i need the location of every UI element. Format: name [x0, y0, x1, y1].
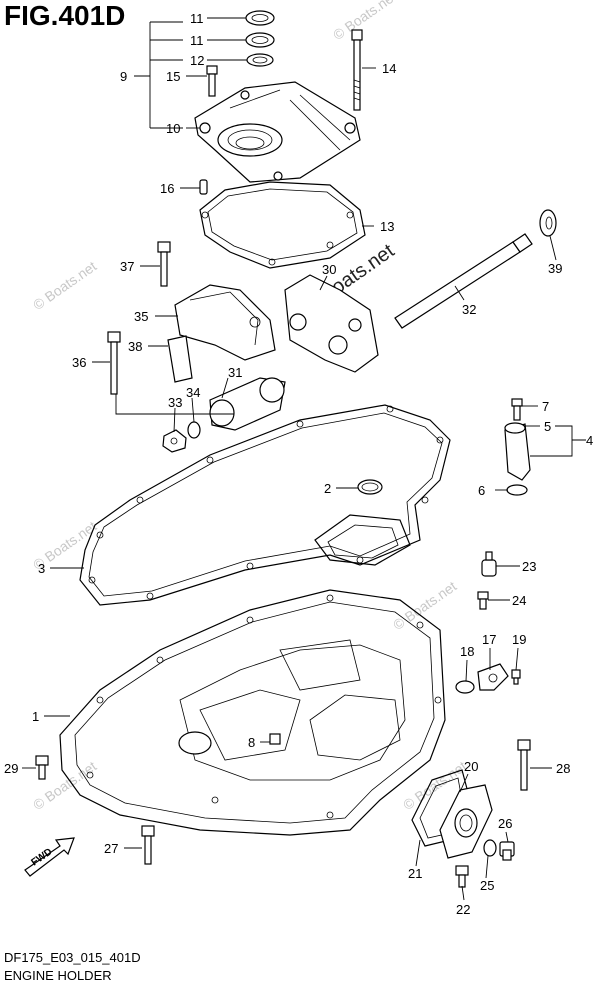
oil-pan-1: [59, 589, 446, 836]
callout-35: 35: [134, 309, 148, 324]
callout-21: 21: [408, 866, 422, 881]
callout-25: 25: [480, 878, 494, 893]
callout-34: 34: [186, 385, 200, 400]
gasket-13: [199, 181, 366, 269]
callout-5: 5: [544, 419, 551, 434]
bolt-28: [517, 739, 531, 791]
callout-20: 20: [464, 759, 478, 774]
bolt-22: [455, 865, 469, 888]
callout-33: 33: [168, 395, 182, 410]
callout-30: 30: [322, 262, 336, 277]
fwd-arrow-icon: FWD: [24, 837, 75, 877]
bushing-31: [209, 377, 286, 431]
figure-code: DF175_E03_015_401D: [4, 950, 141, 965]
bolt-27: [141, 825, 155, 865]
cover-20: [439, 784, 493, 859]
o-ring-6: [506, 484, 528, 496]
callout-37: 37: [120, 259, 134, 274]
gasket-bolt-holes: [88, 405, 444, 600]
callout-labels: 11 11 12 9 15 14 10 16 13 37 30 39 32 35…: [4, 11, 593, 917]
callout-14: 14: [382, 61, 396, 76]
seal-11-lower: [245, 32, 275, 48]
callout-28: 28: [556, 761, 570, 776]
figure-name: ENGINE HOLDER: [4, 968, 112, 983]
callout-3: 3: [38, 561, 45, 576]
callout-18: 18: [460, 644, 474, 659]
nut-33: [162, 429, 187, 453]
callout-10: 10: [166, 121, 180, 136]
bolt-15: [206, 65, 218, 97]
cover-17: [477, 663, 509, 691]
callout-17: 17: [482, 632, 496, 647]
dowel-pin-16: [199, 179, 208, 195]
callout-29: 29: [4, 761, 18, 776]
bolt-14: [351, 29, 363, 111]
callout-8: 8: [248, 735, 255, 750]
callout-1: 1: [32, 709, 39, 724]
callout-39: 39: [548, 261, 562, 276]
bolt-7: [511, 398, 523, 421]
bolt-37: [157, 241, 171, 287]
washer-25: [483, 839, 497, 857]
engine-mount-30: [284, 274, 379, 373]
leader-lines: [22, 17, 586, 901]
callout-7: 7: [542, 399, 549, 414]
callout-32: 32: [462, 302, 476, 317]
callout-11: 11: [190, 11, 204, 26]
callout-26: 26: [498, 816, 512, 831]
callout-31: 31: [228, 365, 242, 380]
callout-15: 15: [166, 69, 180, 84]
oil-pan-gasket-3: [79, 404, 451, 606]
callout-6: 6: [478, 483, 485, 498]
callout-23: 23: [522, 559, 536, 574]
washer-39: [539, 209, 557, 237]
callout-19: 19: [512, 632, 526, 647]
bolt-29: [35, 755, 49, 780]
callout-11: 11: [190, 33, 204, 48]
callout-16: 16: [160, 181, 174, 196]
callout-24: 24: [512, 593, 526, 608]
figure-title: FIG.401D: [4, 0, 126, 31]
gasket-18: [455, 680, 475, 694]
callout-12: 12: [190, 53, 204, 68]
washer-34: [187, 421, 201, 439]
plug-8: [269, 733, 281, 745]
sensor-23: [481, 551, 497, 577]
plate-38: [167, 335, 193, 383]
pan-bolt-holes: [86, 594, 442, 819]
bolt-36: [107, 331, 121, 395]
shaft-32: [394, 233, 533, 329]
seal-11-upper: [245, 10, 275, 26]
callout-38: 38: [128, 339, 142, 354]
bolt-24: [477, 591, 489, 610]
holder-bracket-35: [174, 284, 276, 361]
callout-4: 4: [586, 433, 593, 448]
pipe-5: [504, 422, 531, 481]
callout-9: 9: [120, 69, 127, 84]
o-ring-2: [357, 479, 383, 495]
callout-36: 36: [72, 355, 86, 370]
cover-plate-10: [194, 81, 361, 183]
callout-22: 22: [456, 902, 470, 917]
o-ring-12: [246, 53, 274, 67]
plug-26: [499, 841, 515, 861]
callout-27: 27: [104, 841, 118, 856]
callout-2: 2: [324, 481, 331, 496]
bolt-19: [511, 669, 521, 685]
callout-13: 13: [380, 219, 394, 234]
